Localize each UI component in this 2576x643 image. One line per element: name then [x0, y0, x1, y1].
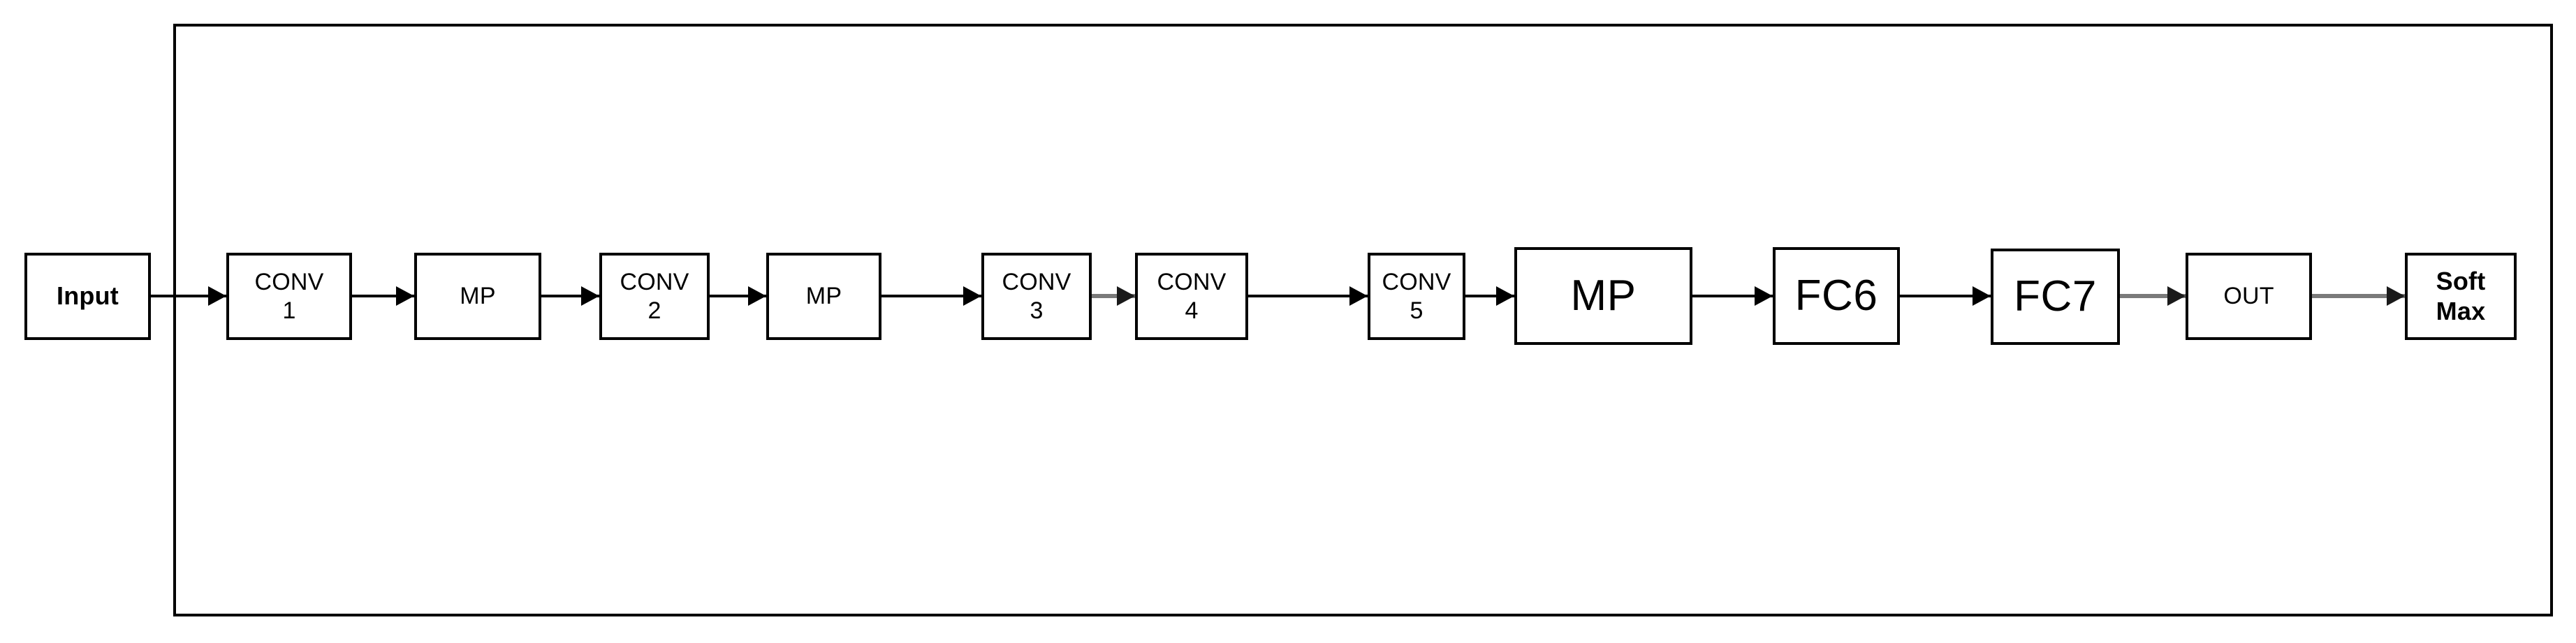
- arrow-shaft: [2312, 294, 2405, 298]
- node-fc6[interactable]: FC6: [1773, 247, 1900, 345]
- node-conv5-label-line-1: CONV: [1382, 269, 1451, 296]
- arrow-shaft: [710, 295, 766, 297]
- arrow-shaft: [1092, 294, 1135, 298]
- node-mp1[interactable]: MP: [414, 253, 541, 340]
- node-conv1-label-line-1: CONV: [254, 269, 324, 296]
- arrow-head-icon: [396, 286, 414, 306]
- arrow-head-icon: [581, 286, 599, 306]
- node-conv4-label-line-2: 4: [1185, 297, 1199, 324]
- node-conv3-label-line-1: CONV: [1002, 269, 1071, 296]
- arrow-shaft: [881, 295, 981, 297]
- arrow-head-icon: [1496, 286, 1514, 306]
- node-conv3-label-line-2: 3: [1030, 297, 1044, 324]
- arrow-head-icon: [1973, 286, 1991, 306]
- node-conv2-label-line-1: CONV: [620, 269, 689, 296]
- arrow-shaft: [1692, 295, 1773, 297]
- node-softmax-label-line-2: Max: [2436, 296, 2486, 325]
- node-mp3[interactable]: MP: [1514, 247, 1692, 345]
- node-conv5-label-line-2: 5: [1410, 297, 1424, 324]
- arrow-shaft: [541, 295, 599, 297]
- arrow-shaft: [1900, 295, 1991, 297]
- arrow-head-icon: [963, 286, 981, 306]
- arrow-head-icon: [208, 286, 226, 306]
- node-out-label-line-1: OUT: [2223, 283, 2274, 310]
- node-mp3-label-line-1: MP: [1570, 272, 1637, 320]
- arrow-shaft: [2120, 294, 2186, 298]
- node-conv1-label-line-2: 1: [282, 297, 296, 324]
- arrow-head-icon: [748, 286, 766, 306]
- arrow-head-icon: [1755, 286, 1773, 306]
- node-conv4-label-line-1: CONV: [1157, 269, 1227, 296]
- node-mp1-label-line-1: MP: [460, 283, 496, 310]
- node-mp2[interactable]: MP: [766, 253, 881, 340]
- arrow-shaft: [151, 295, 226, 297]
- arrow-shaft: [1248, 295, 1368, 297]
- node-fc7[interactable]: FC7: [1991, 249, 2120, 345]
- node-conv2-label-line-2: 2: [647, 297, 661, 324]
- node-softmax-label-line-1: Soft: [2436, 267, 2486, 296]
- node-fc7-label-line-1: FC7: [2014, 272, 2097, 321]
- arrow-shaft: [352, 295, 414, 297]
- node-fc6-label-line-1: FC6: [1794, 272, 1878, 320]
- node-out[interactable]: OUT: [2186, 253, 2312, 340]
- node-input-label-line-1: Input: [57, 281, 119, 311]
- arrow-head-icon: [2387, 286, 2405, 306]
- arrow-shaft: [1465, 295, 1514, 297]
- arrow-head-icon: [1349, 286, 1368, 306]
- arrow-head-icon: [2167, 286, 2186, 306]
- arrow-head-icon: [1117, 286, 1135, 306]
- node-input[interactable]: Input: [24, 253, 151, 340]
- node-mp2-label-line-1: MP: [805, 283, 842, 310]
